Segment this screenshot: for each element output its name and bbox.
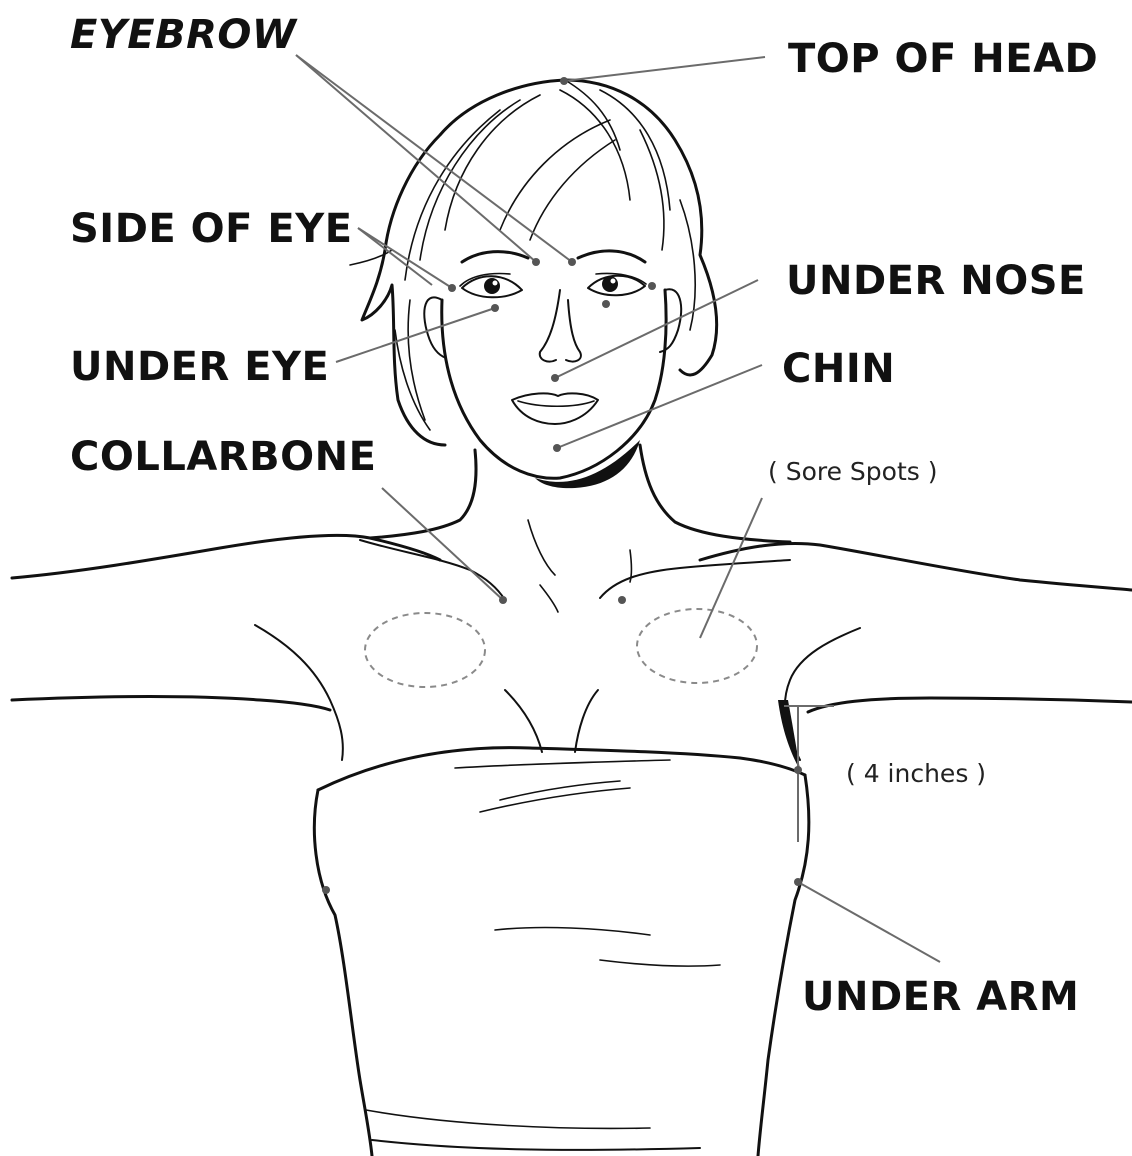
jaw-shadow bbox=[535, 440, 640, 488]
hair-strand bbox=[500, 120, 610, 230]
top-upper-edge bbox=[318, 748, 805, 790]
label-eyebrow: EYEBROW bbox=[70, 12, 298, 58]
armpit-shadow bbox=[778, 700, 800, 770]
hair-strand bbox=[640, 130, 664, 250]
left-arm-bottom bbox=[12, 697, 330, 710]
eyebrow-right bbox=[578, 251, 645, 262]
point-eyebrow-left bbox=[532, 258, 540, 266]
armpit-left bbox=[255, 625, 343, 760]
top-fold bbox=[366, 1110, 650, 1128]
right-arm-top bbox=[700, 543, 1132, 590]
label-under-eye: UNDER EYE bbox=[70, 344, 329, 390]
armpit-right bbox=[785, 628, 860, 760]
hair-strand bbox=[600, 90, 670, 210]
point-eyebrow-right bbox=[568, 258, 576, 266]
leader-under-nose bbox=[555, 280, 758, 378]
ear-right bbox=[660, 289, 681, 352]
point-under-eye-left bbox=[491, 304, 499, 312]
label-under-nose: UNDER NOSE bbox=[786, 258, 1086, 304]
point-under-nose bbox=[551, 374, 559, 382]
hair-strand bbox=[530, 140, 615, 240]
neck-line bbox=[528, 520, 555, 575]
collarbone-detail bbox=[540, 585, 558, 612]
hair-strand bbox=[395, 330, 430, 430]
leader-under-arm bbox=[798, 882, 940, 962]
mouth bbox=[512, 393, 598, 424]
leader-top-of-head bbox=[564, 57, 765, 81]
point-side-of-eye-right bbox=[648, 282, 656, 290]
eyebrow-left bbox=[462, 252, 528, 262]
eye-right bbox=[588, 273, 646, 295]
top-fold bbox=[455, 760, 670, 768]
collarbone-left bbox=[360, 540, 505, 600]
hair-strand bbox=[408, 300, 425, 420]
top-fold bbox=[600, 960, 720, 966]
leader-collarbone bbox=[382, 488, 503, 600]
top-left-side bbox=[314, 790, 372, 1156]
point-top-of-head bbox=[560, 77, 568, 85]
note-four-inches: ( 4 inches ) bbox=[846, 759, 986, 788]
label-side-of-eye: SIDE OF EYE bbox=[70, 206, 353, 252]
right-arm-bottom bbox=[808, 698, 1132, 712]
point-side-of-eye-left bbox=[448, 284, 456, 292]
note-sore-spots: ( Sore Spots ) bbox=[768, 457, 937, 486]
leader-sore-spots bbox=[700, 498, 762, 638]
point-chin bbox=[553, 444, 561, 452]
collarbone-right bbox=[600, 560, 790, 598]
point-collarbone-right bbox=[618, 596, 626, 604]
point-collarbone-left bbox=[499, 596, 507, 604]
left-arm-top bbox=[12, 535, 440, 578]
leader-under-eye bbox=[336, 308, 495, 362]
point-under-eye-right bbox=[602, 300, 610, 308]
nose bbox=[540, 290, 581, 362]
hair-strand bbox=[405, 110, 500, 280]
leader-lines bbox=[296, 55, 940, 962]
cleavage-right bbox=[575, 690, 598, 752]
cleavage-left bbox=[505, 690, 542, 752]
label-top-of-head: TOP OF HEAD bbox=[788, 36, 1098, 82]
sore-spot-left bbox=[365, 613, 485, 687]
point-measure-top bbox=[794, 766, 802, 774]
top-right-side bbox=[758, 775, 809, 1156]
top-fold bbox=[495, 928, 650, 935]
eye-left bbox=[460, 274, 522, 298]
top-fold bbox=[372, 1140, 700, 1150]
hair-strand bbox=[560, 90, 630, 200]
sore-spot-right bbox=[637, 609, 757, 683]
label-collarbone: COLLARBONE bbox=[70, 434, 376, 480]
label-under-arm: UNDER ARM bbox=[802, 974, 1079, 1020]
point-under-arm-left bbox=[322, 886, 330, 894]
point-under-arm-right bbox=[794, 878, 802, 886]
label-chin: CHIN bbox=[782, 346, 895, 392]
